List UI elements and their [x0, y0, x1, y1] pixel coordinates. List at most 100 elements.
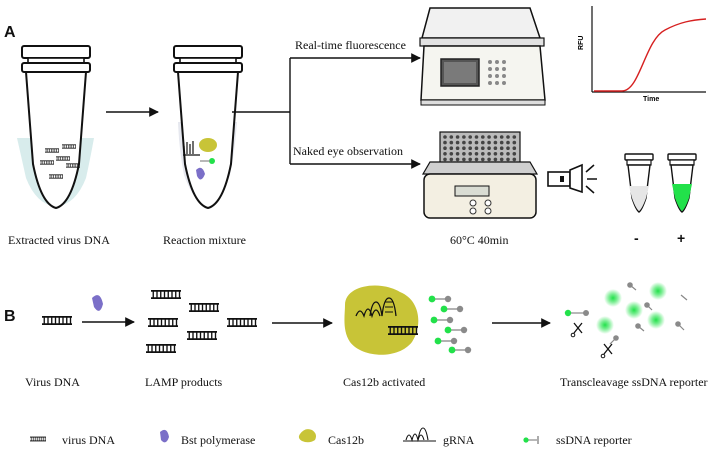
legend: [30, 427, 539, 444]
heat-block-well: [506, 140, 510, 145]
heat-block-well: [455, 140, 460, 145]
heat-block-well: [474, 157, 479, 162]
heat-block-well: [462, 157, 466, 162]
naked-eye-label: Naked eye observation: [293, 144, 403, 158]
flashlight-icon: [547, 163, 597, 194]
heat-block-well: [493, 157, 498, 162]
heat-block-well: [462, 135, 466, 139]
heat-block-well: [512, 157, 517, 162]
heat-block-well: [481, 152, 485, 156]
extracted-dna-tube: [17, 45, 94, 209]
heat-block-well: [493, 152, 498, 156]
heat-block-well: [443, 135, 447, 139]
positive-sign: +: [677, 230, 686, 246]
legend-label-cas12b: Cas12b: [328, 433, 364, 447]
legend-label-bst: Bst polymerase: [181, 433, 256, 447]
heat-block-well: [493, 140, 498, 145]
time-axis-label: Time: [643, 96, 659, 103]
heat-block-well: [468, 157, 473, 162]
heat-block-well: [462, 146, 466, 150]
heat-block-well: [449, 152, 454, 156]
heat-block-well: [443, 152, 447, 156]
amplification-curve: [594, 18, 707, 92]
realtime-fluorescence-label: Real-time fluorescence: [295, 38, 406, 52]
reaction-mixture-tube: [173, 45, 243, 209]
branch-arrows: [232, 53, 421, 169]
cas12b-icon: [298, 429, 316, 443]
fluorescence-plot: RFU Time: [578, 6, 707, 103]
heat-block-well: [462, 140, 466, 145]
heat-block-well: [481, 135, 485, 139]
heat-block-well: [487, 152, 491, 156]
heat-block-well: [481, 140, 485, 145]
heat-block-well: [512, 152, 517, 156]
virus-dna-strand: [42, 316, 72, 325]
heat-block-well: [449, 146, 454, 150]
heat-block-well: [487, 157, 491, 162]
heat-block-well: [499, 157, 504, 162]
heat-block-well: [487, 135, 491, 139]
bst-polymerase-icon: [160, 429, 169, 443]
heat-block-well: [468, 140, 473, 145]
heat-block-well: [449, 135, 454, 139]
heat-block-well: [499, 140, 504, 145]
cas12b-activated-label: Cas12b activated: [343, 375, 426, 389]
legend-label-dna: virus DNA: [62, 433, 115, 447]
incubation-label: 60°C 40min: [450, 233, 509, 247]
lamp-products-label: LAMP products: [145, 375, 223, 389]
realtime-instrument: [419, 7, 546, 106]
heat-block-well: [468, 152, 473, 156]
heat-block-well: [506, 152, 510, 156]
bst-polymerase-icon: [92, 295, 103, 311]
heat-block-well: [462, 152, 466, 156]
heat-block-well: [474, 146, 479, 150]
heat-block-well: [481, 157, 485, 162]
heat-block-well: [487, 140, 491, 145]
transcleavage-label: Transcleavage ssDNA reporter: [560, 375, 708, 389]
heat-block-well: [443, 146, 447, 150]
virus-dna-label: Virus DNA: [25, 375, 80, 389]
heat-block-well: [493, 146, 498, 150]
lamp-products: [145, 290, 258, 353]
intact-reporters: [428, 295, 472, 354]
legend-label-reporter: ssDNA reporter: [556, 433, 632, 447]
cas12b-complex: [344, 285, 420, 355]
heat-block-well: [474, 135, 479, 139]
heat-block-well: [455, 157, 460, 162]
heat-block-well: [499, 152, 504, 156]
negative-sign: -: [634, 230, 639, 246]
heat-block-well: [493, 135, 498, 139]
bst-polymerase-icon: [196, 167, 205, 180]
reaction-mixture-label: Reaction mixture: [163, 233, 246, 247]
heat-block-well: [512, 146, 517, 150]
negative-result-tube: [624, 153, 654, 213]
heat-block-well: [512, 135, 517, 139]
reporter-icon: [523, 436, 539, 444]
heat-block-well: [487, 146, 491, 150]
panel-label-a: A: [4, 24, 16, 41]
heat-block-instrument: [421, 131, 539, 219]
scissors-icon: [603, 343, 613, 355]
heat-block-well: [506, 146, 510, 150]
heat-block-well: [506, 157, 510, 162]
heat-block-well: [474, 140, 479, 145]
heat-block-well: [468, 146, 473, 150]
cleaved-reporters: [564, 282, 688, 359]
panel-label-b: B: [4, 308, 16, 325]
grna-icon: [403, 427, 436, 443]
heat-block-well: [443, 140, 447, 145]
heat-block-well: [449, 157, 454, 162]
positive-result-tube: [667, 153, 697, 213]
heat-block-well: [455, 146, 460, 150]
heat-block-well: [455, 135, 460, 139]
cas12b-icon: [199, 138, 217, 152]
heat-block-well: [499, 135, 504, 139]
heat-block-well: [499, 146, 504, 150]
heat-block-well: [481, 146, 485, 150]
heat-block-well: [512, 140, 517, 145]
rfu-axis-label: RFU: [578, 36, 585, 50]
dna-icon: [30, 436, 46, 442]
scissors-icon: [573, 322, 583, 334]
extracted-dna-label: Extracted virus DNA: [8, 233, 110, 247]
